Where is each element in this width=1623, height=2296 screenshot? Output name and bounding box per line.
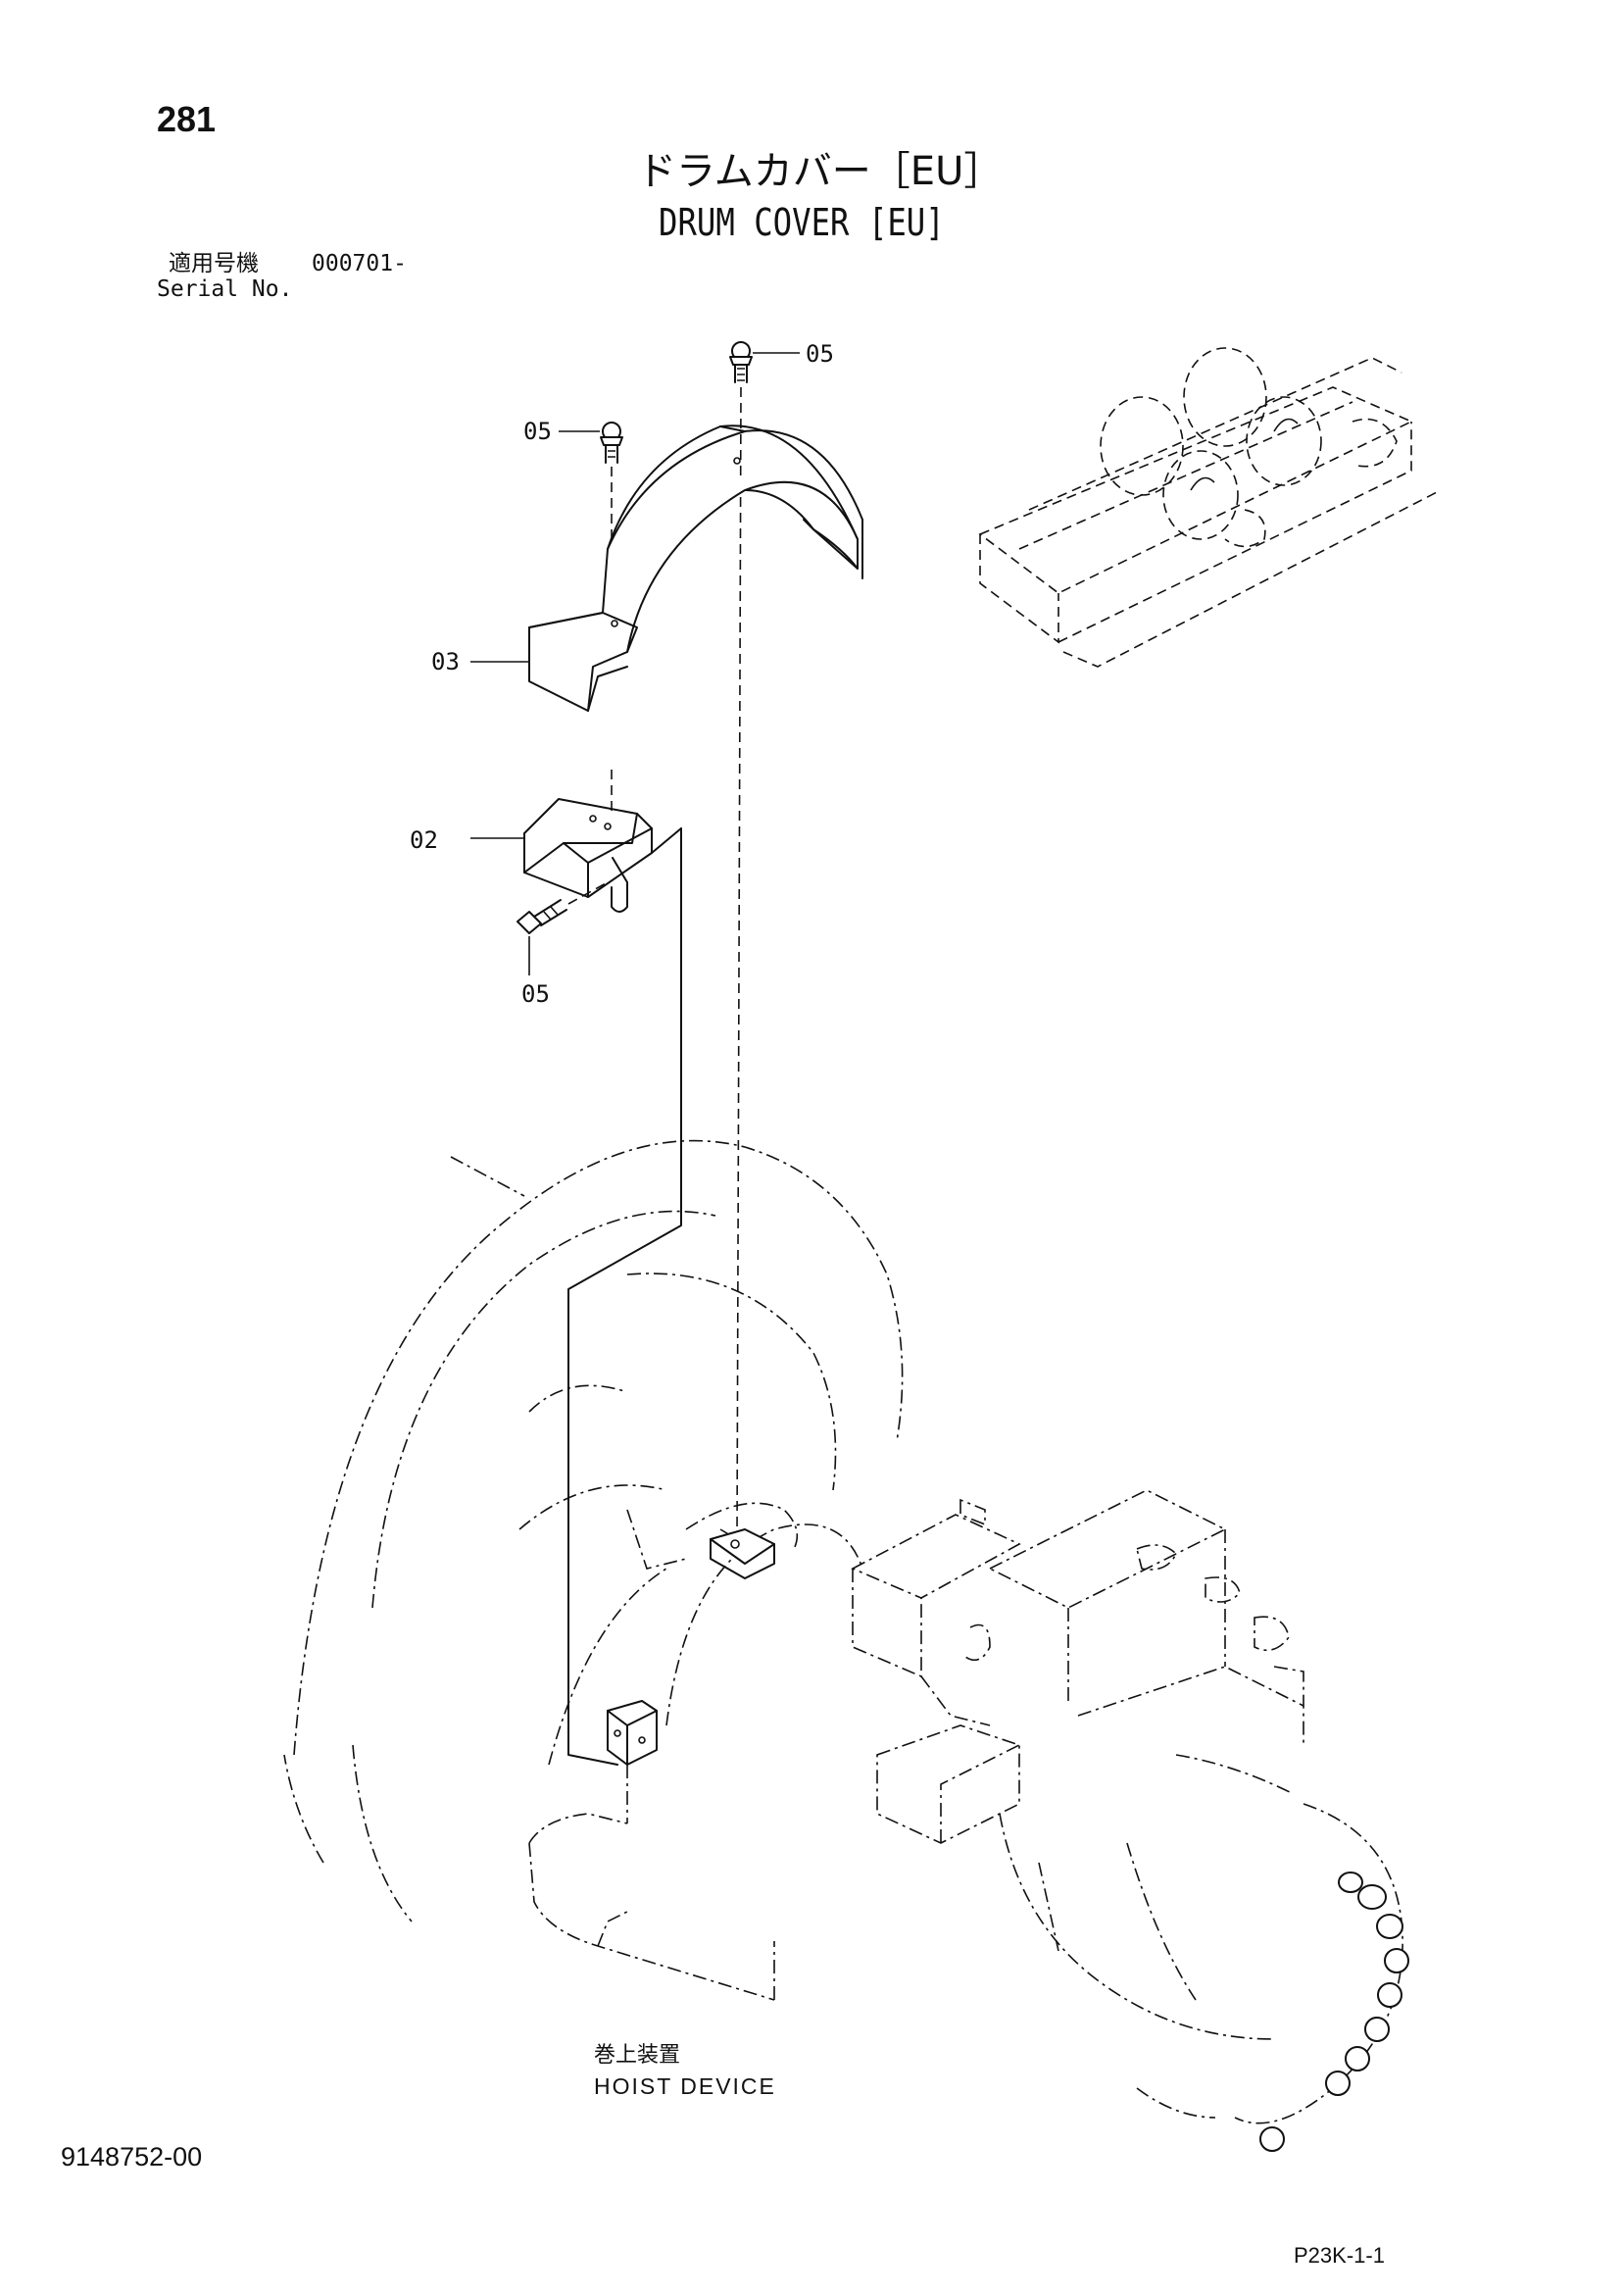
callout-bolt-bracket: 05 [521, 980, 550, 1008]
callout-bolt-top: 05 [806, 340, 834, 368]
bracket-part [470, 770, 653, 913]
bolt-bracket [516, 881, 609, 975]
page-number: 281 [157, 99, 217, 139]
figure-code: P23K-1-1 [1294, 2243, 1385, 2268]
serial-label-japanese: 適用号機 [169, 251, 259, 276]
title-english: DRUM COVER [EU] [659, 201, 945, 244]
callout-bracket: 02 [410, 826, 438, 854]
title-japanese: ドラムカバー［EU］ [637, 149, 1004, 194]
overview-thumbnail [978, 347, 1442, 668]
document-number: 9148752-00 [61, 2142, 203, 2171]
cover-plate [567, 827, 682, 1766]
drum-cover-part [470, 424, 863, 712]
assembly-label-japanese: 巻上装置 [594, 2043, 681, 2068]
serial-value: 000701- [312, 251, 407, 276]
assembly-label-english: HOIST DEVICE [594, 2073, 776, 2099]
callout-bolt-left: 05 [523, 418, 552, 445]
serial-label-english: Serial No. [157, 276, 293, 302]
callout-cover: 03 [431, 648, 460, 675]
bolt-top [729, 341, 800, 1540]
hoist-device-drawing [283, 1139, 1409, 2152]
